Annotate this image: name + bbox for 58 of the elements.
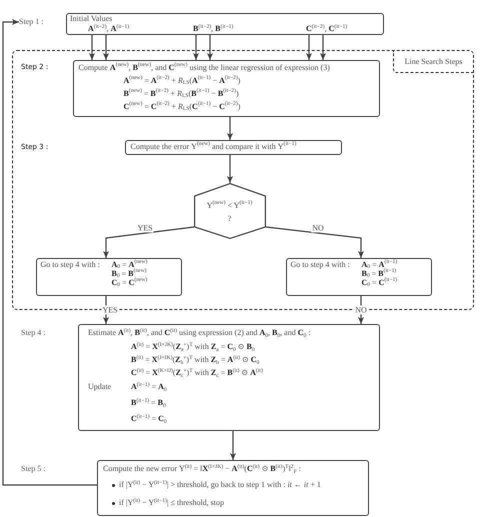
update-label: Update <box>88 382 112 392</box>
equation: B$^{(it−1)}$ = B$_{0}$ <box>131 398 166 408</box>
process-box <box>97 460 369 516</box>
equation: B$_{0}$ = B$^{(it−1)}$ <box>362 268 396 278</box>
arrow <box>227 155 233 183</box>
equation: B$_{0}$ = B$^{(new)}$ <box>112 268 147 278</box>
variable-list: B$^{(it−2)}$, B$^{(it−1)}$ <box>193 24 234 34</box>
arrow <box>320 35 326 60</box>
edge-label: NO <box>311 224 325 232</box>
arrow <box>306 35 312 60</box>
box-text: Compute the error Υ$^{(new)}$ and compare it with Υ$^{(it−1)}$ <box>130 142 296 152</box>
box-heading: Go to step 4 with : <box>40 260 100 270</box>
arrow <box>193 35 199 60</box>
equation: A$^{(it−1)}$ = A$_{0}$ <box>131 382 167 392</box>
equation: A$^{(new)}$ = A$^{(it−2)}$ + R$_{LS}$(A$^{(it−1)}$ − A$^{(it−2)}$) <box>124 76 240 86</box>
variable-list: A$^{(it−2)}$, A$^{(it−1)}$ <box>88 24 130 34</box>
question-mark: ? <box>228 214 232 224</box>
equation: C$^{(it−1)}$ = C$_{0}$ <box>131 414 167 424</box>
edge-label: NO <box>354 306 368 314</box>
process-box <box>72 60 380 116</box>
equation: A$_{0}$ = A$^{(it−1)}$ <box>362 260 398 270</box>
box-heading: Go to step 4 with : <box>290 260 350 270</box>
equation: B$^{(it)}$ = X$^{(J×IK)}$(Z$_{b}$$^{+}$)$^{T}$ with Z$_{b}$ = A$^{(it)}$ ⊙ C$_{0}$ <box>131 355 260 365</box>
arrow <box>2 19 97 486</box>
bullet-text: if |Υ$^{(it)}$ − Υ$^{(it−1)}$| > threshold, go back to step 1 with : it ← it + 1 <box>119 480 321 490</box>
equation: A$^{(it)}$ = X$^{(I×JK)}$(Z$_{a}$$^{+}$)$^{T}$ with Z$_{a}$ = C$_{0}$ ⊙ B$_{0}$ <box>131 342 255 352</box>
equation: B$^{(new)}$ = B$^{(it−2)}$ + R$_{LS}$(B$^{(it−1)}$ − B$^{(it−2)}$) <box>124 88 239 98</box>
equation: C$^{(it)}$ = X$^{(K×IJ)}$(Z$_{c}$$^{+}$)$^{T}$ with Z$_{c}$ = B$^{(it)}$ ⊙ A$^{(it)}$ <box>131 368 263 378</box>
edge-label: YES <box>136 224 154 232</box>
equation: C$_{0}$ = C$^{(new)}$ <box>112 278 148 288</box>
process-box <box>36 258 182 296</box>
box-heading: Compute the new error Υ$^{(it)}$ = ‖X$^{(I×JK)}$ − A$^{(it)}$(C$^{(it)}$ ⊙ B$^{(it)}$)$^{T}$‖$^{2}$$_{F}$ : <box>103 464 301 474</box>
step-label: Step 5 : <box>21 464 46 474</box>
arrow <box>266 226 364 258</box>
arrow <box>103 226 194 258</box>
bullet-text: if |Υ$^{(it)}$ − Υ$^{(it−1)}$| ≤ threshold, stop <box>119 498 224 508</box>
arrow <box>103 35 109 60</box>
box-heading: Compute A$^{(new)}$, B$^{(new)}$, and C$^{(new)}$ using the linear regression of expression (3) <box>78 62 330 72</box>
input-box <box>66 13 384 35</box>
process-box <box>124 140 342 154</box>
condition-text: Υ$^{(new)}$ < Υ$^{(it−1)}$ <box>206 200 252 210</box>
section-label: Line Search Steps <box>393 51 473 73</box>
arrow <box>89 35 95 60</box>
arrow <box>230 431 236 460</box>
arrow <box>227 117 233 140</box>
box-heading: Initial Values <box>70 14 112 24</box>
variable-list: C$^{(it−2)}$, C$^{(it−1)}$ <box>306 24 348 34</box>
edge-label: YES <box>101 306 119 314</box>
process-box <box>78 324 380 431</box>
equation: A$_{0}$ = A$^{(new)}$ <box>112 260 148 270</box>
box-heading: Estimate A$^{(it)}$, B$^{(it)}$, and C$^{(it)}$ using expression (2) and A$_{0}$, B$_{0}$, and C$_{0}$ : <box>88 328 311 338</box>
process-box <box>286 258 432 296</box>
arrow <box>358 296 364 324</box>
equation: C$^{(new)}$ = C$^{(it−2)}$ + R$_{LS}$(C$^{(it−1)}$ − C$^{(it−2)}$) <box>124 102 240 112</box>
step-label: Step 4 : <box>21 328 46 338</box>
equation: C$_{0}$ = C$^{(it−1)}$ <box>362 278 398 288</box>
step-label: Step 1 : <box>19 17 44 27</box>
arrow <box>207 35 213 60</box>
